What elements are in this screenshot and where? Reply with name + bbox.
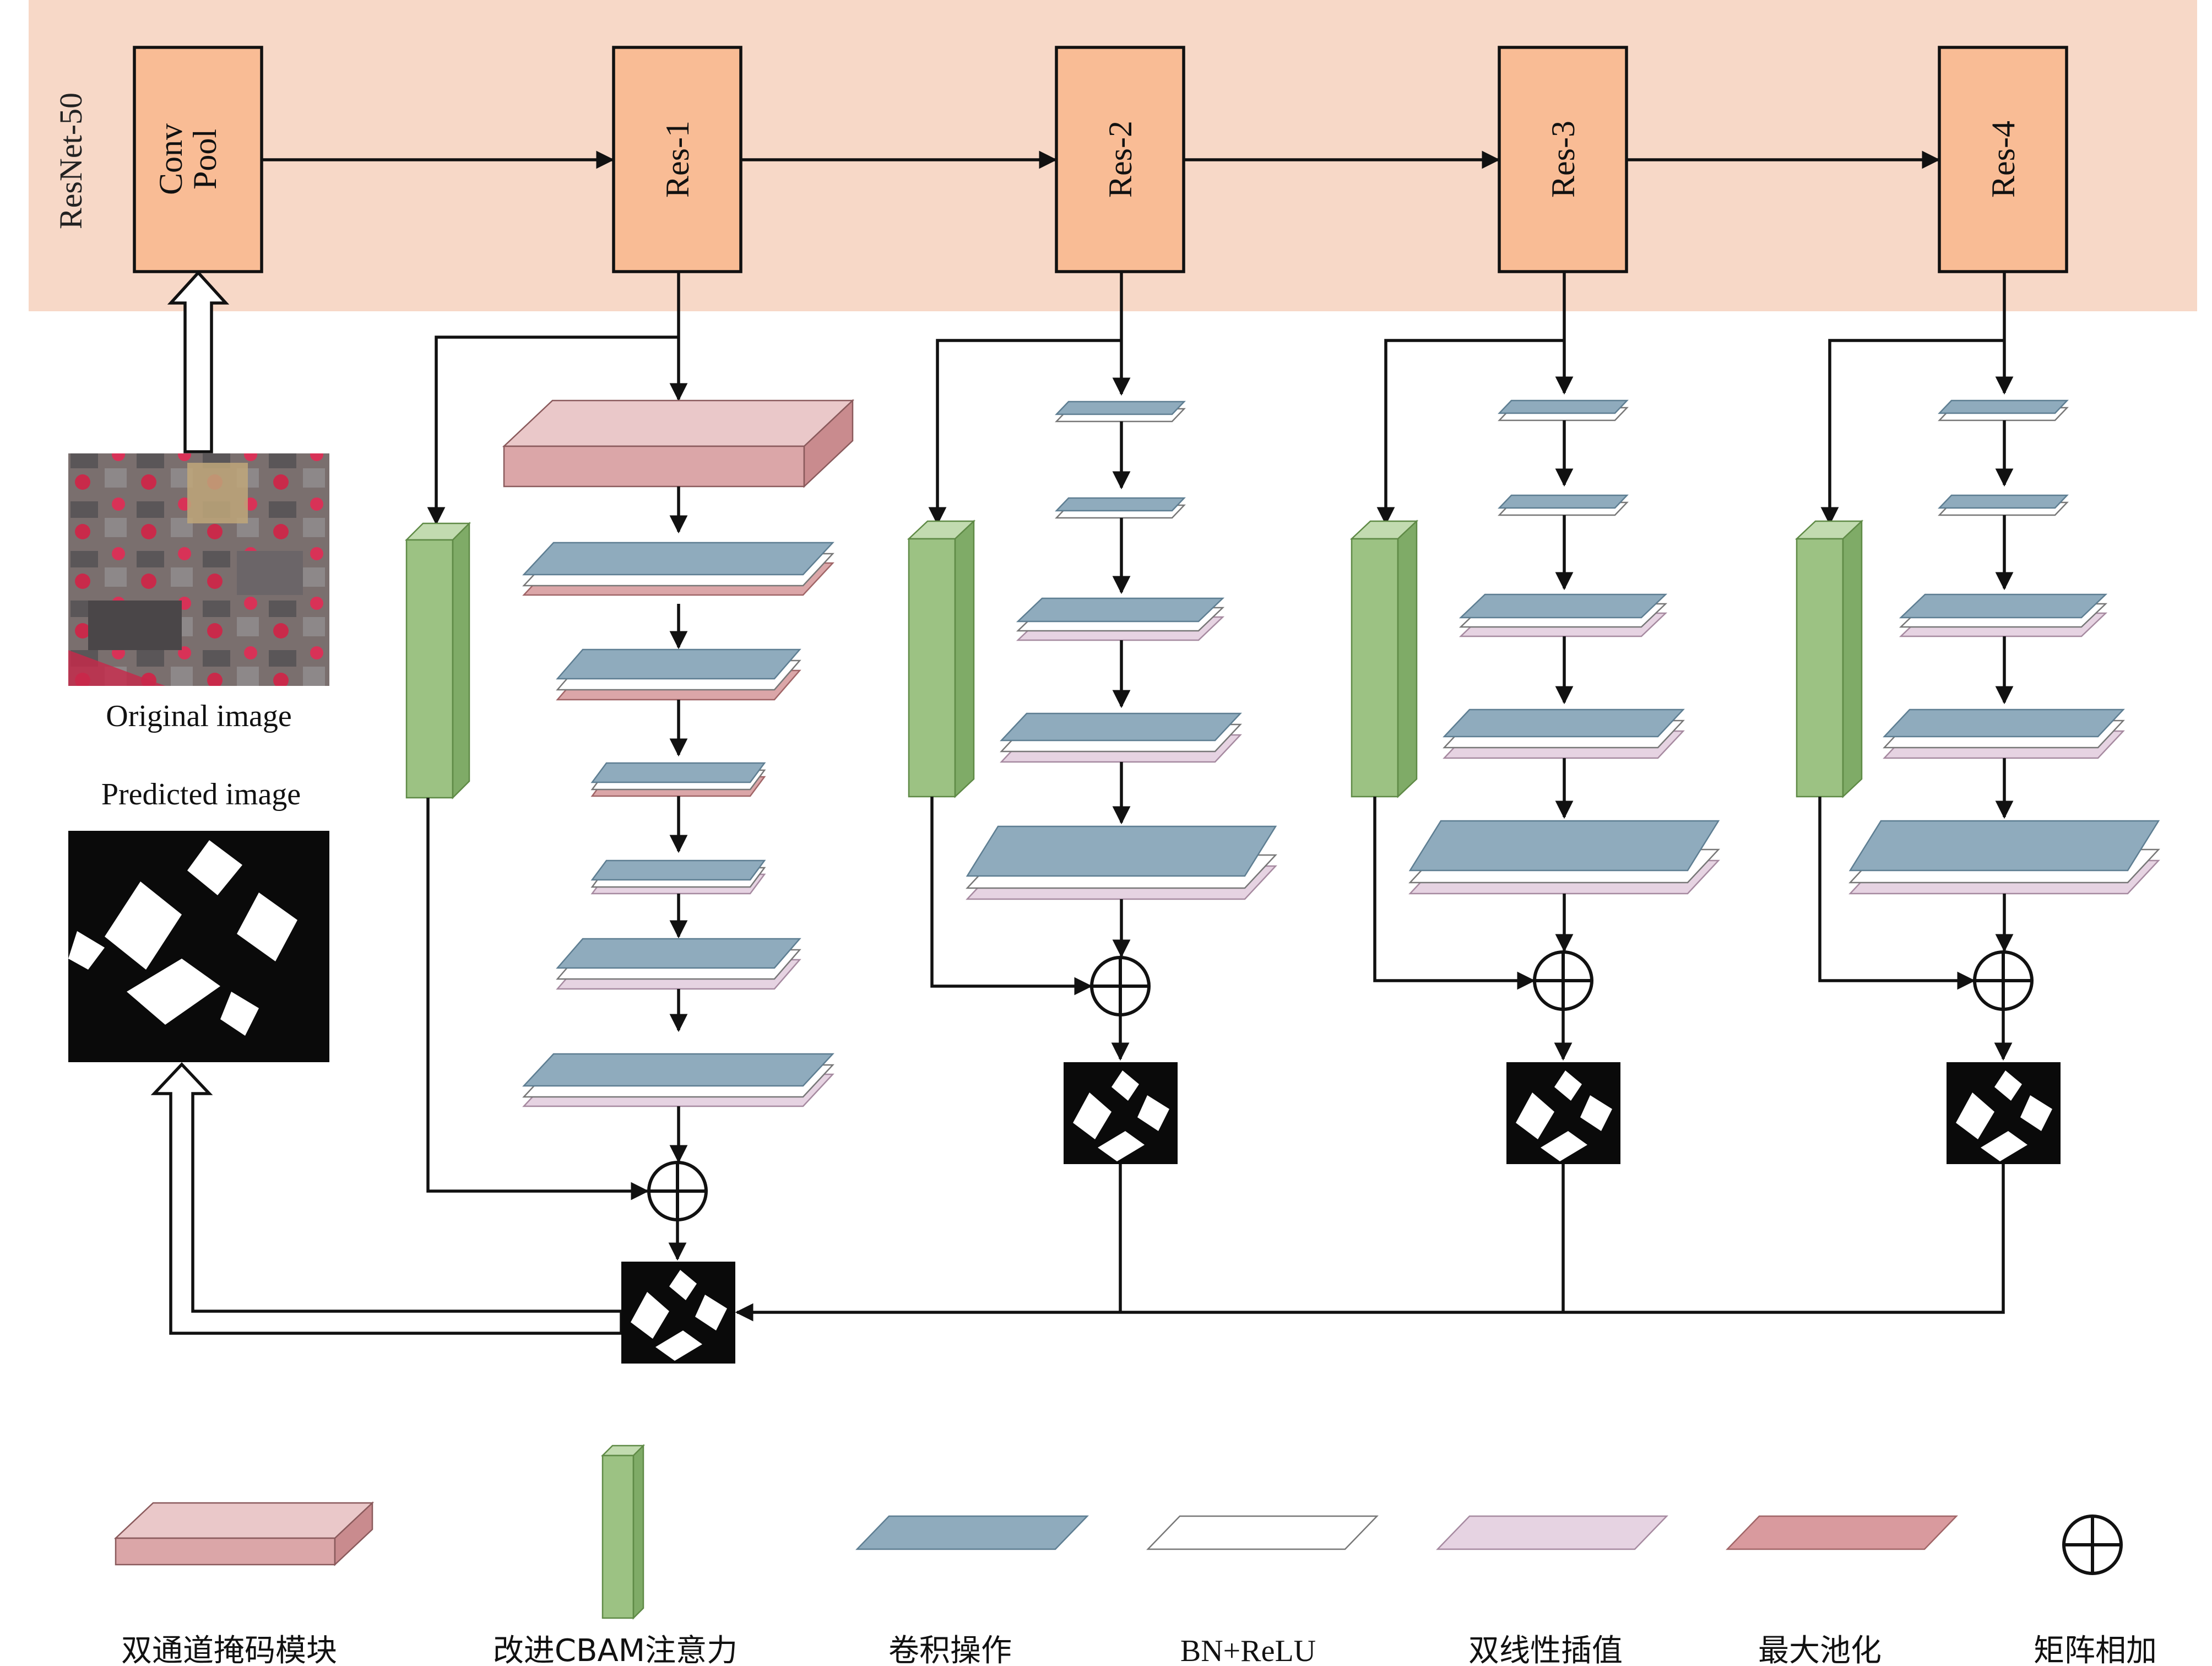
branch1-skip-bottom bbox=[426, 798, 649, 1200]
branch3-skip-bottom bbox=[1373, 797, 1536, 990]
predicted-image bbox=[68, 831, 329, 1062]
branch3-add bbox=[1533, 950, 1593, 1011]
branch1-stack-1 bbox=[522, 542, 834, 596]
legend-matrix-add-label: 矩阵相加 bbox=[2034, 1633, 2157, 1666]
res-1-block: Res-1 bbox=[612, 46, 742, 273]
res-3-label: Res-3 bbox=[1545, 121, 1581, 198]
res-2-block: Res-2 bbox=[1055, 46, 1185, 273]
conv-pool-block: Conv Pool bbox=[133, 46, 263, 273]
legend: 双通道掩码模块 改进CBAM注意力 卷积操作 BN+ReLU 双线性插值 最大池… bbox=[113, 1443, 2157, 1666]
branch3-mask bbox=[1506, 1062, 1620, 1164]
branch3-stack-4 bbox=[1443, 708, 1685, 759]
branch2-add bbox=[1090, 956, 1151, 1016]
branch2-mask bbox=[1064, 1062, 1178, 1164]
original-image bbox=[68, 453, 329, 686]
branch1-cbam bbox=[404, 521, 471, 800]
legend-maxpool-label: 最大池化 bbox=[1758, 1633, 1882, 1666]
branch2-cbam bbox=[907, 520, 976, 798]
branch4-skip-top bbox=[1820, 339, 2004, 526]
branch3-stack-5 bbox=[1408, 820, 1720, 895]
legend-bn-relu-label: BN+ReLU bbox=[1180, 1634, 1316, 1666]
branch1-stack-4 bbox=[590, 859, 766, 895]
branch1-stack-2 bbox=[556, 648, 801, 701]
hollow-arrow-input bbox=[167, 270, 230, 453]
branch2-skip-top bbox=[928, 339, 1121, 526]
legend-bilinear-label: 双线性插值 bbox=[1468, 1633, 1623, 1666]
branch1-add bbox=[647, 1161, 708, 1221]
conv-label: Conv bbox=[153, 123, 189, 195]
branch1-stack-6 bbox=[522, 1053, 834, 1107]
legend-bn-relu: BN+ReLU bbox=[1146, 1515, 1379, 1666]
res-4-block: Res-4 bbox=[1938, 46, 2068, 273]
final-mask bbox=[621, 1262, 735, 1364]
branch3-stack-3 bbox=[1459, 593, 1668, 637]
dual-mask-module bbox=[502, 399, 855, 488]
collector-bus bbox=[737, 1164, 2005, 1312]
branch4-cbam bbox=[1794, 520, 1864, 798]
branch1-stack-5 bbox=[556, 938, 801, 990]
legend-conv: 卷积操作 bbox=[855, 1515, 1089, 1666]
legend-maxpool: 最大池化 bbox=[1726, 1515, 1958, 1666]
branch4-add bbox=[1973, 950, 2034, 1011]
legend-conv-label: 卷积操作 bbox=[888, 1633, 1012, 1666]
branch4-stack-5 bbox=[1848, 820, 2160, 895]
pool-label: Pool bbox=[187, 129, 223, 190]
res-1-label: Res-1 bbox=[659, 121, 696, 198]
branch3-skip-top bbox=[1376, 339, 1564, 526]
res-3-block: Res-3 bbox=[1498, 46, 1628, 273]
legend-cbam-label: 改进CBAM注意力 bbox=[493, 1633, 738, 1666]
branch2-stack-2 bbox=[1055, 497, 1186, 519]
hollow-arrow-output bbox=[150, 1062, 623, 1335]
branch1-stack-3 bbox=[590, 762, 766, 797]
legend-bilinear: 双线性插值 bbox=[1436, 1515, 1668, 1666]
branch2-stack-5 bbox=[966, 825, 1277, 900]
branch2-stack-4 bbox=[1000, 712, 1242, 763]
branch4-stack-1 bbox=[1938, 399, 2069, 421]
legend-cbam: 改进CBAM注意力 bbox=[493, 1443, 738, 1666]
branch4-stack-2 bbox=[1938, 494, 2069, 516]
branch4-stack-4 bbox=[1883, 708, 2125, 759]
branch2-skip-bottom bbox=[930, 797, 1093, 996]
res-2-label: Res-2 bbox=[1102, 121, 1138, 198]
legend-dual-mask: 双通道掩码模块 bbox=[113, 1501, 375, 1666]
backbone-label: ResNet-50 bbox=[53, 93, 89, 229]
branch4-stack-3 bbox=[1899, 593, 2108, 637]
branch2-stack-1 bbox=[1055, 401, 1186, 423]
branch3-cbam bbox=[1349, 520, 1419, 798]
legend-dual-mask-label: 双通道掩码模块 bbox=[121, 1633, 337, 1666]
branch4-skip-bottom bbox=[1818, 797, 1976, 990]
predicted-image-caption: Predicted image bbox=[101, 777, 301, 812]
branch3-stack-1 bbox=[1498, 399, 1629, 421]
branch1-skip-top bbox=[427, 336, 679, 526]
legend-matrix-add: 矩阵相加 bbox=[2034, 1514, 2157, 1666]
branch3-stack-2 bbox=[1498, 494, 1629, 516]
branch2-stack-3 bbox=[1016, 597, 1225, 641]
branch4-mask bbox=[1947, 1062, 2061, 1164]
res-4-label: Res-4 bbox=[1985, 121, 2021, 198]
original-image-caption: Original image bbox=[106, 699, 291, 733]
